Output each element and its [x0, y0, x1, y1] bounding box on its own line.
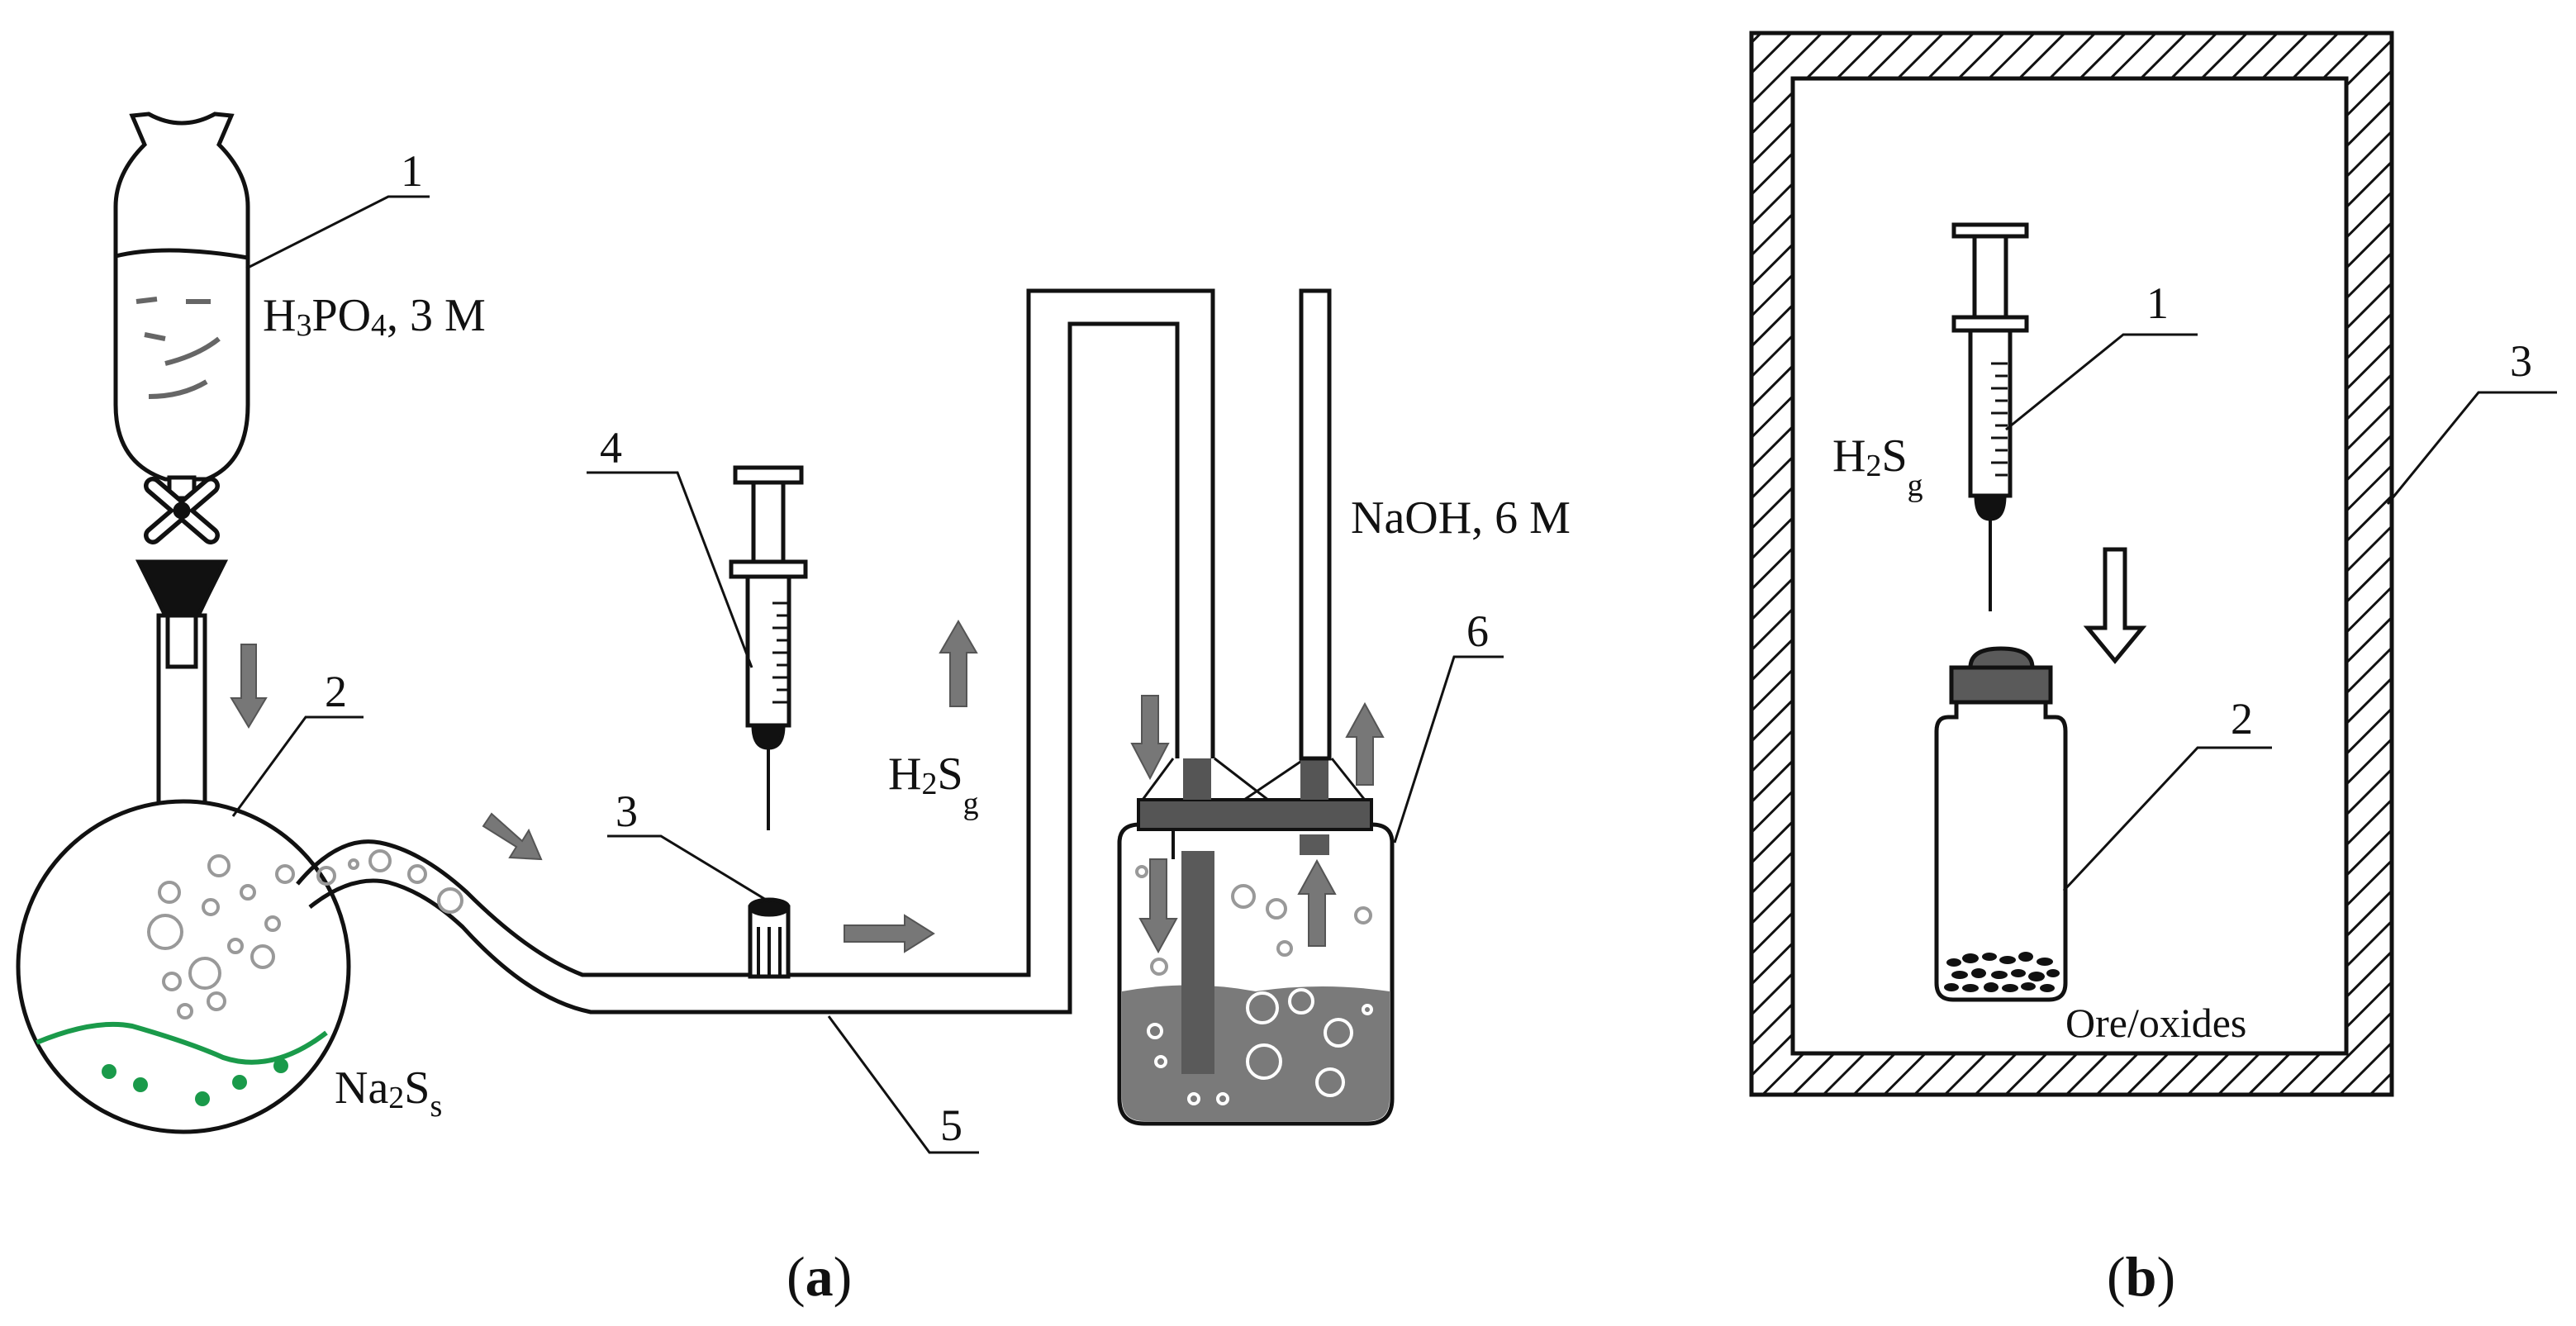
callout-2-a: 2 — [325, 667, 347, 716]
callout-3-b: 3 — [2510, 336, 2532, 386]
gas-label-b: H2Sg — [1832, 430, 1923, 503]
panel-a: 1 2 3 4 5 6 H3PO4, 3 M Na2Ss H2Sg NaOH, … — [16, 112, 1571, 1308]
vent-tube — [1299, 288, 1332, 761]
syringe-icon — [729, 465, 808, 830]
panel-b: 1 2 3 H2Sg Ore/oxides (b) — [1749, 31, 2557, 1308]
callout-leaders-a — [231, 195, 1504, 1154]
gas-bubbles — [1135, 865, 1372, 976]
flask-bubbles — [147, 854, 295, 1019]
acid-label: H3PO4, 3 M — [263, 290, 486, 343]
round-flask-icon — [16, 799, 351, 1134]
syringe-icon-b — [1951, 222, 2029, 611]
liquid-bubbles — [1147, 988, 1373, 1105]
ore-particles — [1944, 952, 2060, 992]
vial-icon — [1934, 646, 2068, 1002]
caption-a: (a) — [787, 1245, 852, 1308]
sample-label: Ore/oxides — [2065, 1000, 2246, 1046]
callout-2-b: 2 — [2231, 694, 2253, 744]
tube-bubbles — [316, 849, 463, 914]
septum-valve-icon — [748, 897, 791, 979]
callout-3-a: 3 — [615, 787, 638, 836]
delivery-tube — [296, 288, 1215, 1015]
solid-sulfide-label: Na2Ss — [335, 1062, 442, 1124]
callout-6-a: 6 — [1466, 606, 1489, 656]
caption-b: (b) — [2107, 1245, 2175, 1308]
dropping-funnel-icon — [113, 112, 250, 501]
callout-1-b: 1 — [2146, 278, 2169, 328]
flow-arrow-icon — [230, 620, 1385, 954]
callout-leaders-b — [2005, 333, 2557, 892]
adapter-tube — [135, 559, 229, 816]
callout-5-a: 5 — [940, 1100, 962, 1150]
callout-1-a: 1 — [401, 146, 423, 196]
sulfide-dots — [102, 1058, 288, 1106]
stopcock-icon — [144, 477, 220, 544]
hollow-arrow-icon — [2083, 547, 2147, 664]
gas-label-a: H2Sg — [888, 749, 979, 821]
liquid-marks — [135, 297, 221, 399]
callout-4-a: 4 — [600, 423, 622, 473]
glovebox-icon — [1749, 31, 2394, 1097]
base-solution-label: NaOH, 6 M — [1351, 492, 1571, 544]
